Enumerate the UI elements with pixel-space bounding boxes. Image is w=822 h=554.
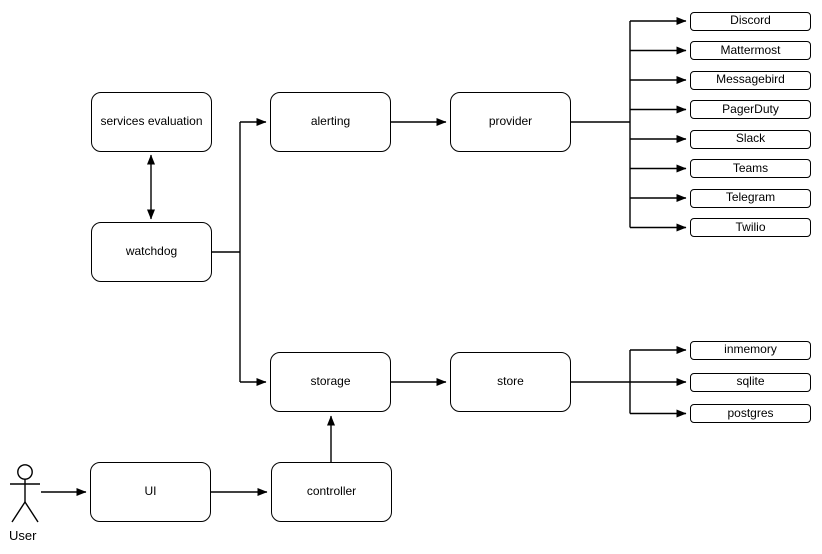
node-alerting: alerting xyxy=(270,92,391,152)
leaf-provider-discord: Discord xyxy=(690,11,811,31)
leaf-provider-slack: Slack xyxy=(690,129,811,149)
leaf-store-inmemory: inmemory xyxy=(690,340,811,360)
edge-watchdog-trunk xyxy=(211,122,241,382)
leaf-store-postgres: postgres xyxy=(690,404,811,423)
user-actor-icon xyxy=(10,464,40,523)
node-storage: storage xyxy=(270,352,391,412)
edge-store-trunk xyxy=(571,350,631,414)
user-actor-label: User xyxy=(9,528,37,543)
leaf-provider-twilio: Twilio xyxy=(690,218,811,237)
node-services-evaluation: services evaluation xyxy=(91,92,212,152)
leaf-provider-messagebird: Messagebird xyxy=(690,70,811,90)
leaf-provider-pagerduty: PagerDuty xyxy=(690,100,811,119)
leaf-provider-teams: Teams xyxy=(690,159,811,178)
leaf-provider-mattermost: Mattermost xyxy=(690,41,811,60)
edge-provider-trunk xyxy=(571,21,631,228)
leaf-provider-telegram: Telegram xyxy=(690,188,811,208)
node-ui: UI xyxy=(90,462,211,522)
node-store: store xyxy=(450,352,571,412)
node-provider: provider xyxy=(450,92,571,152)
node-watchdog: watchdog xyxy=(91,222,212,282)
leaf-store-sqlite: sqlite xyxy=(690,372,811,392)
node-controller: controller xyxy=(271,462,392,522)
